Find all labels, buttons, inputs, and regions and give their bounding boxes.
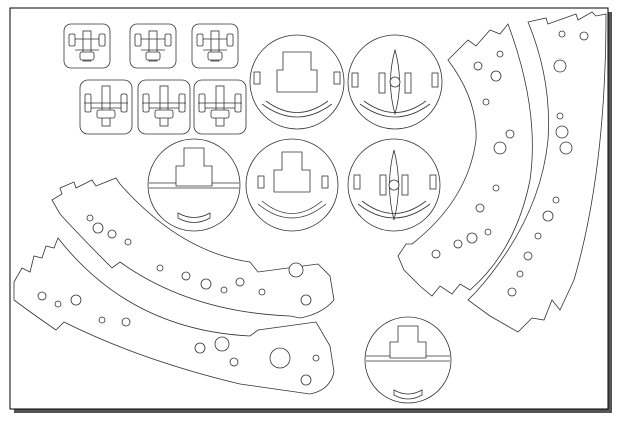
hinge-plate-small-3 [191, 23, 239, 69]
curved-strip-4 [467, 11, 607, 333]
round-panel-6 [364, 316, 452, 404]
hinge-plate-large-1 [79, 79, 133, 135]
round-panel-2 [347, 34, 443, 130]
hinge-plate-large-3 [193, 79, 247, 135]
curved-strip-3 [397, 23, 533, 297]
hinge-plate-large-2 [137, 79, 191, 135]
curved-strip-2 [13, 237, 335, 395]
hinge-plate-small-2 [129, 23, 177, 69]
round-panel-3 [147, 138, 241, 232]
round-panel-4 [245, 138, 339, 232]
round-panel-1 [249, 34, 345, 130]
round-panel-5 [347, 138, 441, 232]
curved-strip-1 [51, 177, 335, 319]
hinge-plate-small-1 [63, 23, 111, 69]
